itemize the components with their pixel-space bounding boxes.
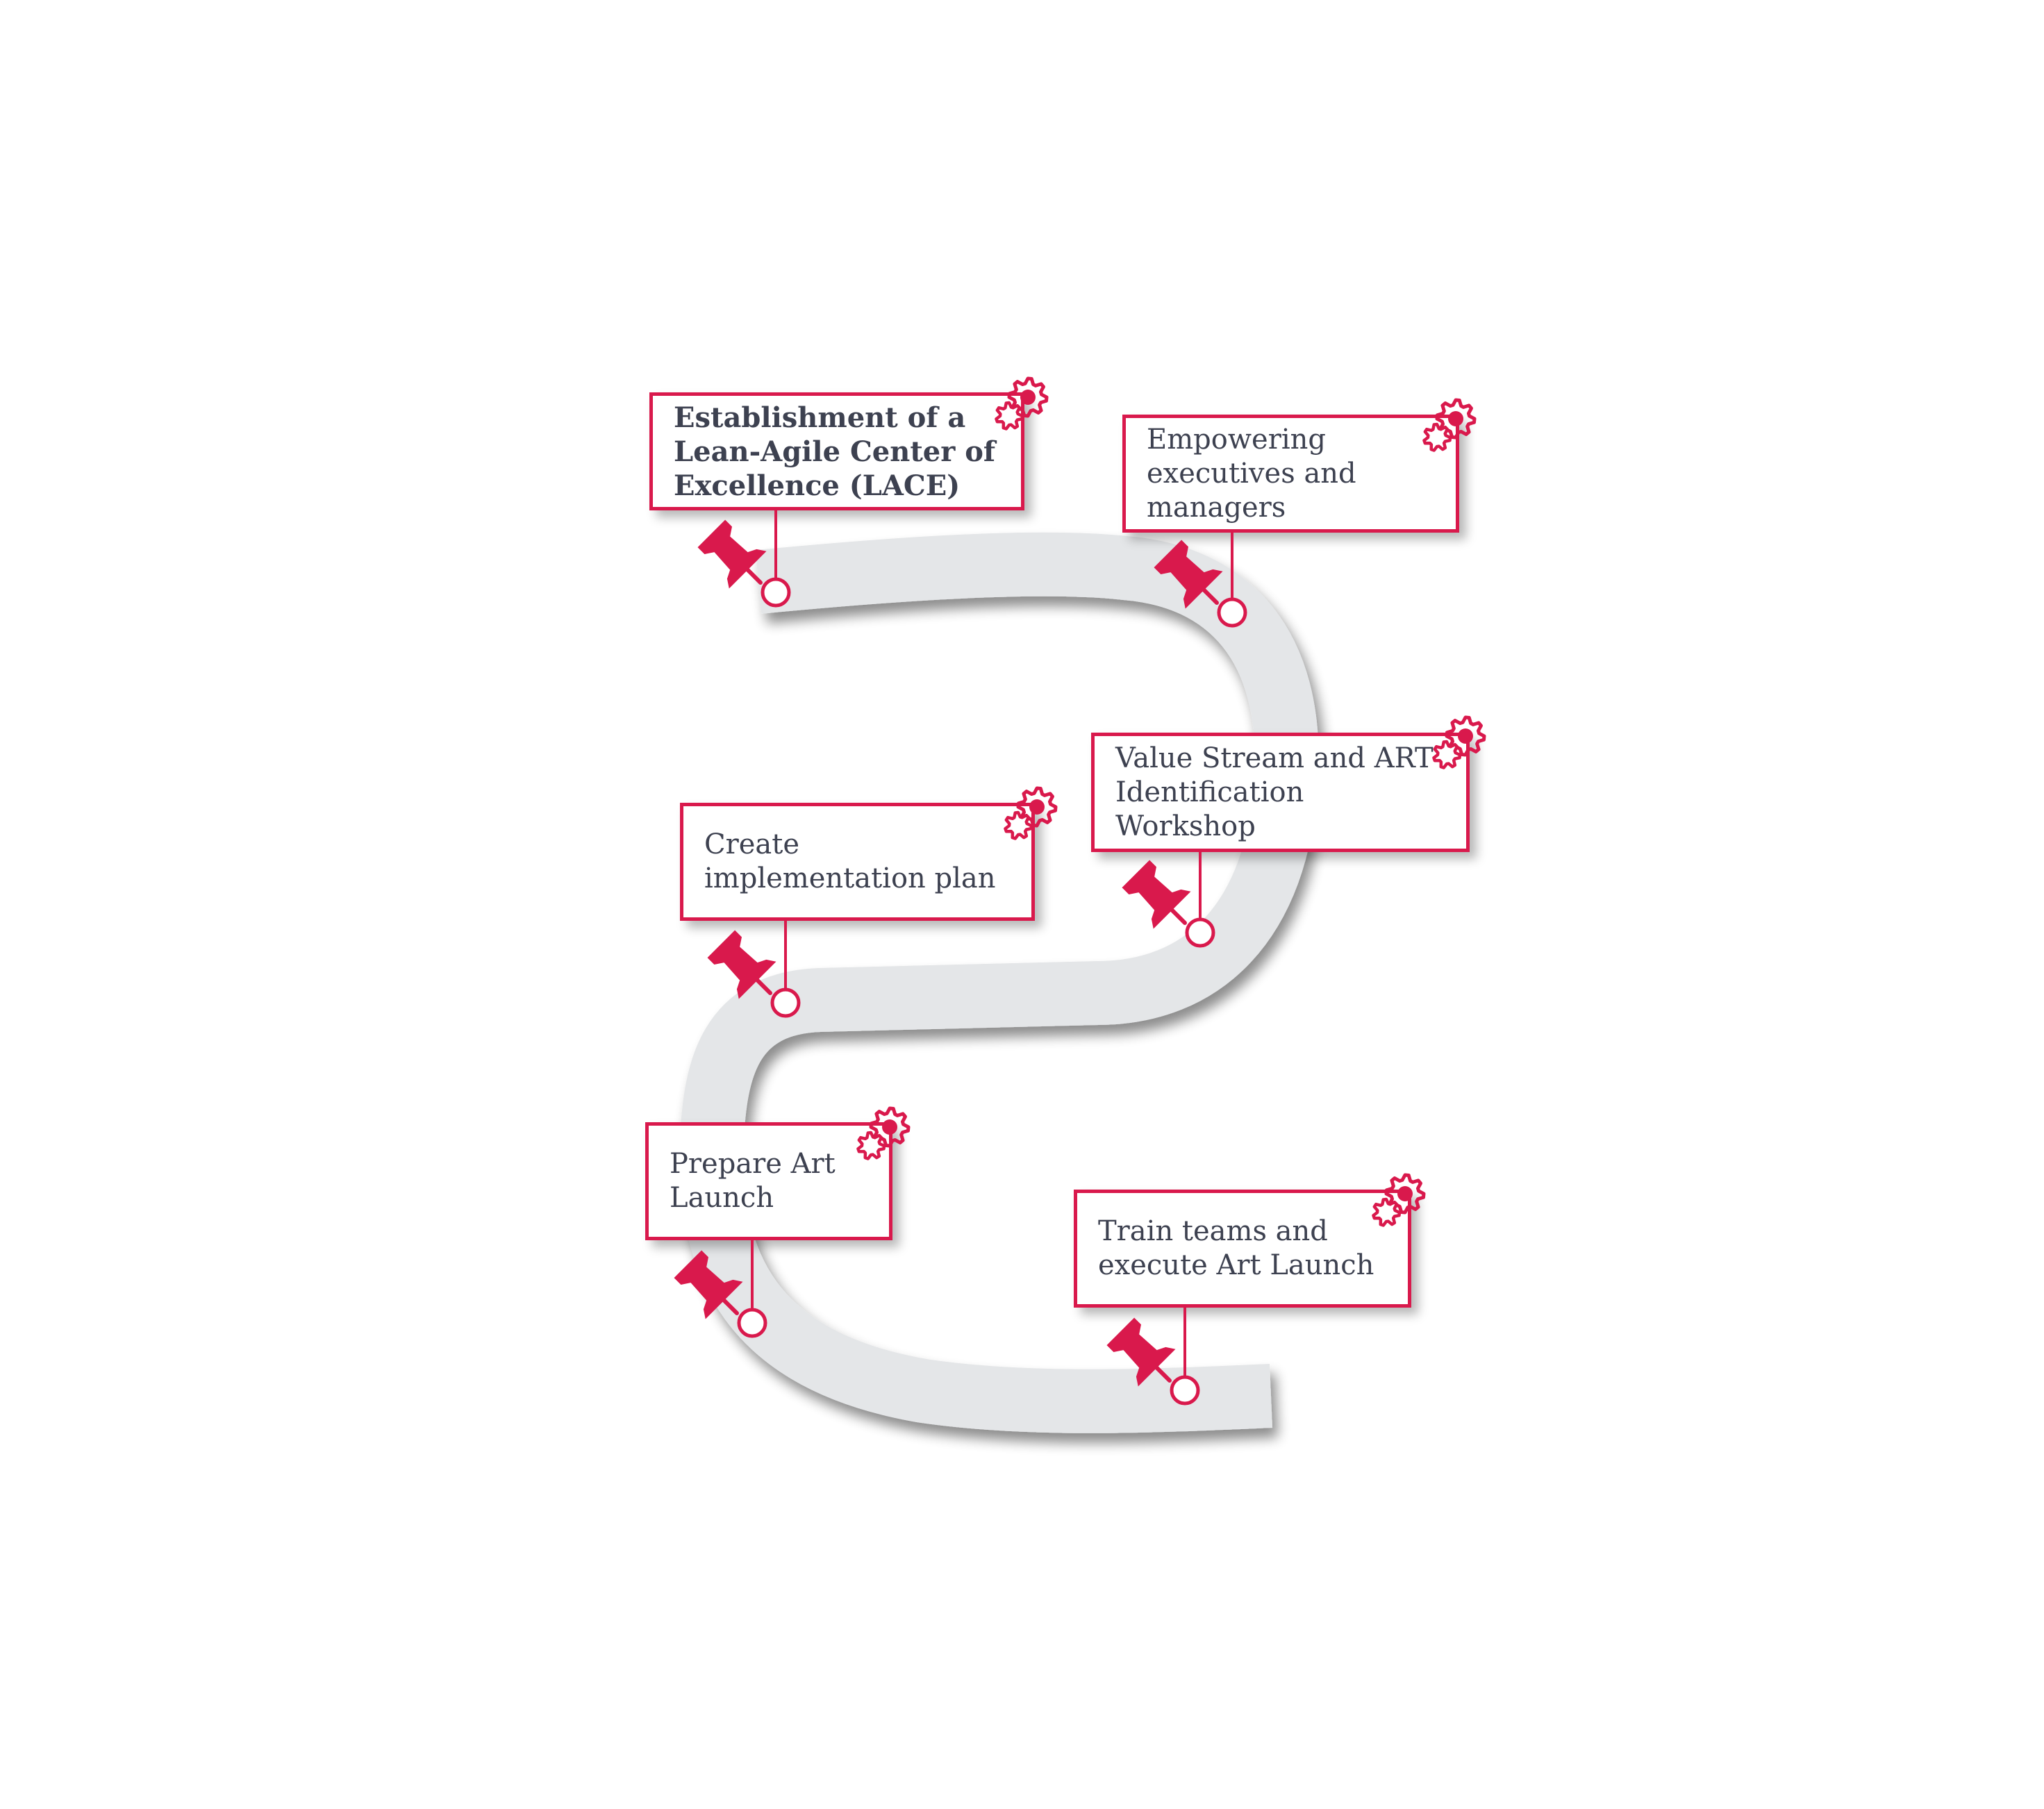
pushpin-needle: [1154, 1365, 1172, 1383]
pushpin-head: [1154, 540, 1223, 609]
step-2-pushpin-icon: [1154, 540, 1223, 609]
step-5-card: Prepare Art Launch: [645, 1122, 892, 1240]
step-3-gears-icon: [1432, 715, 1486, 769]
step-5-gears-icon: [856, 1106, 911, 1160]
step-1-milestone-node-icon: [761, 577, 791, 608]
pushpin-needle: [1169, 907, 1187, 925]
large-gear-hub: [1397, 1186, 1413, 1201]
small-gear-outline: [995, 401, 1024, 431]
step-1-pushpin-icon: [697, 519, 767, 589]
large-gear-hub: [1029, 799, 1045, 815]
large-gear-outline: [869, 1106, 911, 1148]
step-4-gears-icon: [1004, 786, 1058, 840]
large-gear-outline: [1445, 715, 1486, 757]
large-gear-outline: [1435, 398, 1477, 440]
large-gear-outline: [1016, 786, 1058, 828]
small-gear: [1372, 1197, 1402, 1227]
step-4-pushpin-icon: [707, 930, 776, 999]
step-3-milestone-node-icon: [1185, 917, 1215, 948]
step-1-card: Establishment of a Lean-Agile Center of …: [649, 392, 1024, 510]
large-gear: [869, 1106, 911, 1148]
step-6-label: Train teams and execute Art Launch: [1098, 1215, 1374, 1281]
small-gear-outline: [1432, 740, 1462, 769]
step-3-label: Value Stream and ART Identification Work…: [1115, 742, 1434, 842]
step-6-gears-icon: [1372, 1173, 1426, 1227]
small-gear: [1432, 740, 1462, 769]
large-gear-outline: [1007, 376, 1049, 418]
step-4-milestone-node-icon: [770, 987, 801, 1018]
step-2-milestone-node-icon: [1217, 597, 1247, 628]
step-3-pushpin-icon: [1122, 860, 1191, 929]
step-3-card: Value Stream and ART Identification Work…: [1091, 733, 1470, 852]
pushpin-needle: [754, 977, 772, 995]
large-gear-hub: [882, 1119, 897, 1135]
large-gear-outline: [1384, 1173, 1426, 1215]
step-6-card: Train teams and execute Art Launch: [1074, 1190, 1411, 1308]
step-5-pushpin-icon: [674, 1250, 743, 1319]
step-6-pushpin-icon: [1106, 1317, 1176, 1387]
small-gear-outline: [1372, 1197, 1402, 1227]
step-4-label: Create implementation plan: [704, 828, 996, 894]
pushpin-needle: [745, 567, 763, 585]
step-5-milestone-node-icon: [737, 1308, 767, 1338]
small-gear: [856, 1131, 886, 1160]
large-gear-hub: [1020, 390, 1036, 405]
pushpin-head: [707, 930, 776, 999]
step-1-gears-icon: [995, 376, 1049, 431]
large-gear: [1007, 376, 1049, 418]
small-gear-outline: [1004, 810, 1033, 840]
small-gear-outline: [1422, 422, 1452, 452]
large-gear: [1445, 715, 1486, 757]
large-gear-hub: [1458, 728, 1473, 744]
pushpin-head: [1122, 860, 1191, 929]
step-2-label: Empowering executives and managers: [1147, 423, 1356, 524]
step-2-gears-icon: [1422, 398, 1477, 452]
large-gear: [1384, 1173, 1426, 1215]
pushpin-head: [697, 519, 767, 589]
road-path: [679, 532, 1319, 1433]
step-1-label: Establishment of a Lean-Agile Center of …: [674, 401, 996, 502]
small-gear-outline: [856, 1131, 886, 1160]
pushpin-head: [674, 1250, 743, 1319]
small-gear: [995, 401, 1024, 431]
large-gear: [1435, 398, 1477, 440]
pushpin-needle: [721, 1297, 739, 1315]
small-gear: [1004, 810, 1033, 840]
pushpin-head: [1106, 1317, 1176, 1387]
step-6-milestone-node-icon: [1170, 1375, 1200, 1406]
step-4-card: Create implementation plan: [680, 803, 1035, 921]
pushpin-needle: [1201, 587, 1219, 605]
step-2-card: Empowering executives and managers: [1122, 415, 1459, 533]
large-gear: [1016, 786, 1058, 828]
small-gear: [1422, 422, 1452, 452]
large-gear-hub: [1448, 411, 1463, 426]
step-5-label: Prepare Art Launch: [670, 1148, 836, 1214]
